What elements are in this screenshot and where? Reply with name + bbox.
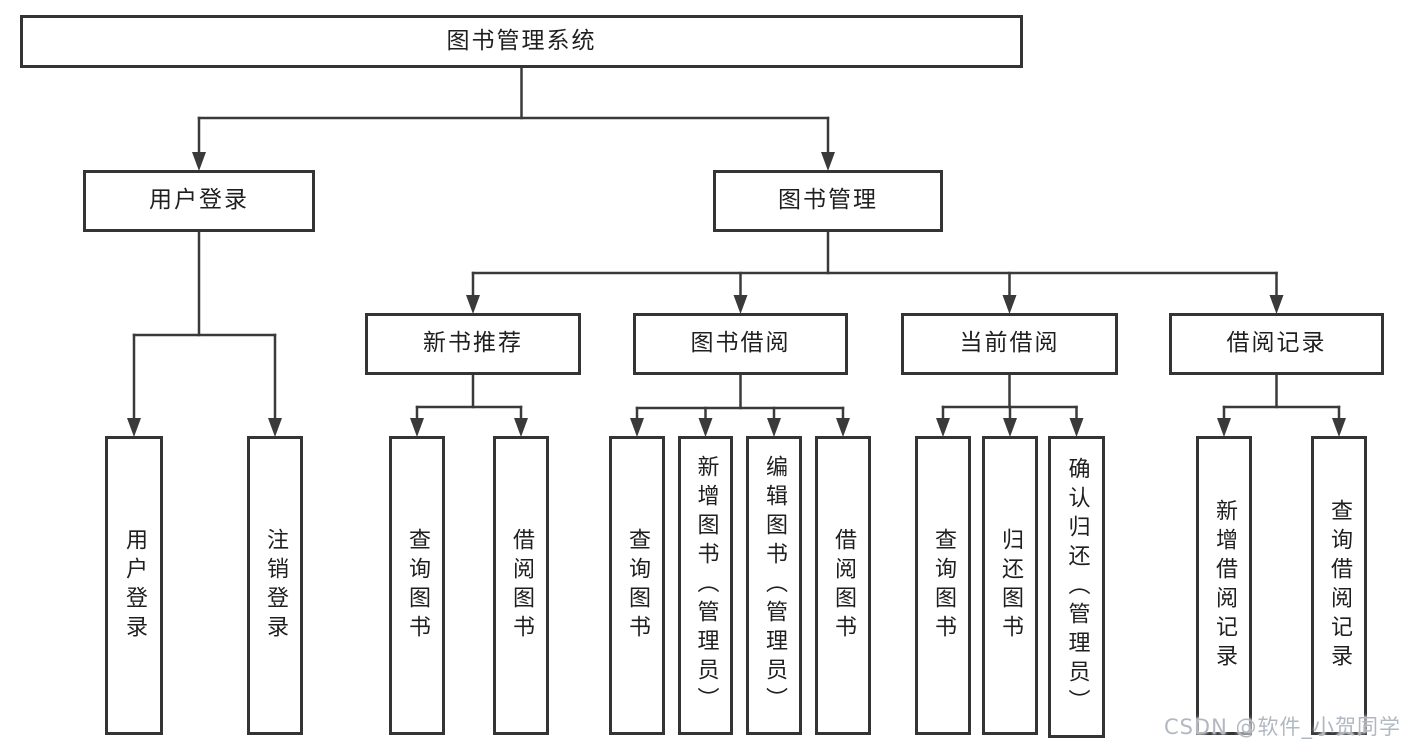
node-label-leaf-newrec-borrow-books: 借阅图书 <box>509 527 534 644</box>
node-leaf-records-query-record: 查询借阅记录 <box>1311 436 1367 735</box>
node-label-leaf-newrec-query-books: 查询图书 <box>405 527 430 644</box>
node-label-leaf-logout: 注销登录 <box>263 527 288 644</box>
node-label-leaf-current-confirm-return-admin: 确认归还（管理员） <box>1064 456 1090 718</box>
node-current-borrow: 当前借阅 <box>901 313 1118 375</box>
node-leaf-logout: 注销登录 <box>247 436 303 735</box>
arrowhead-icon <box>410 418 424 437</box>
node-label-leaf-borrow-add-books-admin: 新增图书（管理员） <box>693 455 719 716</box>
node-label-leaf-user-login: 用户登录 <box>122 527 147 644</box>
node-book-mgmt: 图书管理 <box>713 170 943 232</box>
node-new-book-rec: 新书推荐 <box>365 313 581 375</box>
node-leaf-current-confirm-return-admin: 确认归还（管理员） <box>1048 436 1105 738</box>
arrowhead-icon <box>1069 418 1084 437</box>
arrowhead-icon <box>1217 418 1231 437</box>
arrowhead-icon <box>514 418 528 437</box>
arrowhead-icon <box>1269 295 1284 314</box>
node-leaf-borrow-edit-books-admin: 编辑图书（管理员） <box>746 436 802 735</box>
watermark: CSDN @软件_小贺同学 <box>1163 715 1401 739</box>
arrowhead-icon <box>767 418 781 437</box>
node-label-book-mgmt: 图书管理 <box>778 187 878 214</box>
node-borrow-records: 借阅记录 <box>1169 313 1384 375</box>
arrowhead-icon <box>1003 418 1017 437</box>
node-leaf-records-add-record: 新增借阅记录 <box>1196 436 1252 735</box>
arrowhead-icon <box>630 418 644 437</box>
arrowhead-icon <box>698 418 713 437</box>
node-label-current-borrow: 当前借阅 <box>959 330 1060 357</box>
node-label-new-book-rec: 新书推荐 <box>423 330 523 357</box>
arrowhead-icon <box>733 295 748 314</box>
node-label-leaf-borrow-query-books: 查询图书 <box>625 527 650 644</box>
node-book-borrow: 图书借阅 <box>633 313 848 375</box>
arrowhead-icon <box>268 418 282 437</box>
node-leaf-borrow-query-books: 查询图书 <box>609 436 665 735</box>
node-leaf-current-query-books: 查询图书 <box>915 436 971 735</box>
node-label-leaf-records-add-record: 新增借阅记录 <box>1212 498 1237 673</box>
arrowhead-icon <box>836 418 850 437</box>
arrowhead-icon <box>127 418 141 437</box>
node-leaf-current-return-books: 归还图书 <box>982 436 1038 735</box>
arrowhead-icon <box>821 152 835 171</box>
arrowhead-icon <box>936 418 950 437</box>
node-label-leaf-current-query-books: 查询图书 <box>931 527 956 644</box>
node-leaf-user-login: 用户登录 <box>105 436 163 735</box>
node-label-leaf-records-query-record: 查询借阅记录 <box>1327 498 1352 673</box>
node-label-borrow-records: 借阅记录 <box>1226 330 1327 357</box>
node-leaf-borrow-borrow-books: 借阅图书 <box>815 436 871 735</box>
arrowhead-icon <box>1002 295 1017 314</box>
arrowhead-icon <box>1332 418 1346 437</box>
node-root: 图书管理系统 <box>20 15 1023 68</box>
node-label-root: 图书管理系统 <box>446 27 597 54</box>
node-leaf-borrow-add-books-admin: 新增图书（管理员） <box>678 436 733 735</box>
node-leaf-newrec-borrow-books: 借阅图书 <box>493 436 549 735</box>
node-label-book-borrow: 图书借阅 <box>690 330 791 357</box>
node-label-leaf-borrow-borrow-books: 借阅图书 <box>831 527 856 644</box>
arrowhead-icon <box>192 152 206 171</box>
node-label-user-login: 用户登录 <box>149 187 249 214</box>
node-user-login: 用户登录 <box>83 170 315 232</box>
node-label-leaf-borrow-edit-books-admin: 编辑图书（管理员） <box>762 455 787 716</box>
node-leaf-newrec-query-books: 查询图书 <box>389 436 445 735</box>
arrowhead-icon <box>466 295 480 314</box>
node-label-leaf-current-return-books: 归还图书 <box>998 527 1023 644</box>
